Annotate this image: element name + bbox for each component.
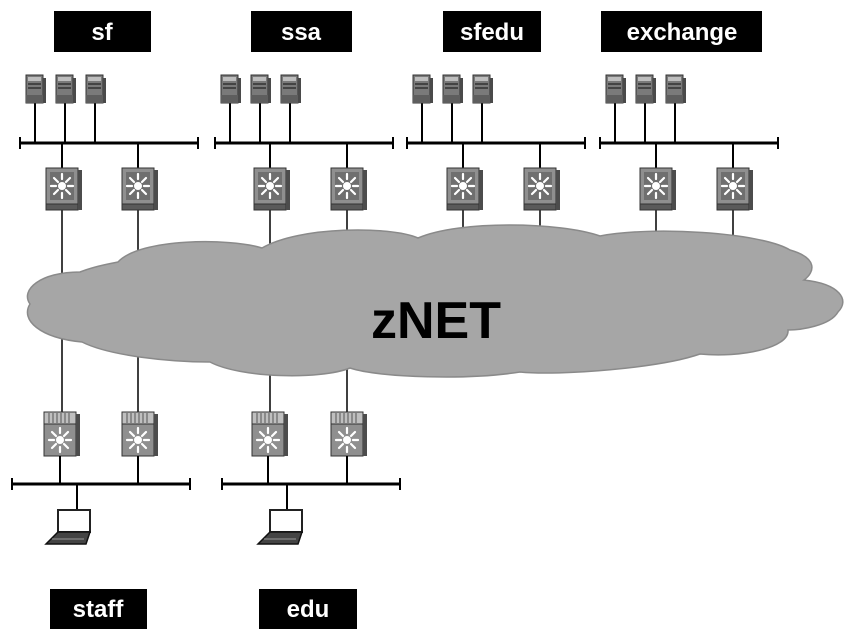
segment-label-ssa: ssa: [251, 11, 352, 52]
segment-label-sfedu: sfedu: [443, 11, 541, 52]
switch-icon: [252, 166, 292, 212]
server-icon: [25, 74, 47, 104]
server-icon: [472, 74, 494, 104]
switch-icon: [120, 410, 160, 458]
switch-icon: [445, 166, 485, 212]
segment-label-exchange-text: exchange: [627, 19, 738, 46]
switch-icon: [42, 410, 82, 458]
switch-icon: [120, 166, 160, 212]
segment-label-exchange: exchange: [601, 11, 762, 52]
switch-icon: [522, 166, 562, 212]
segment-label-sfedu-text: sfedu: [460, 19, 524, 46]
segment-label-ssa-text: ssa: [281, 19, 322, 46]
laptop-icon: [45, 509, 91, 545]
server-icon: [442, 74, 464, 104]
servers: [25, 74, 687, 104]
segment-label-sf-text: sf: [91, 19, 113, 46]
switch-icon: [715, 166, 755, 212]
switch-icon: [250, 410, 290, 458]
cloud-label: zNET: [371, 292, 501, 350]
server-icon: [635, 74, 657, 104]
server-icon: [605, 74, 627, 104]
bottom-network-lines: [11, 456, 401, 510]
switch-icon: [329, 166, 369, 212]
switch-icon: [329, 410, 369, 458]
server-icon: [85, 74, 107, 104]
top-network-lines: [19, 103, 779, 168]
server-icon: [665, 74, 687, 104]
znet-cloud: zNET: [26, 224, 844, 378]
segment-label-staff: staff: [50, 589, 147, 629]
server-icon: [250, 74, 272, 104]
top-switches: [44, 166, 755, 212]
segment-label-edu-text: edu: [287, 596, 330, 623]
laptops: [45, 509, 303, 545]
server-icon: [412, 74, 434, 104]
switch-icon: [638, 166, 678, 212]
segment-label-sf: sf: [54, 11, 151, 52]
server-icon: [220, 74, 242, 104]
server-icon: [55, 74, 77, 104]
bottom-switches: [42, 410, 369, 458]
server-icon: [280, 74, 302, 104]
switch-icon: [44, 166, 84, 212]
segment-label-staff-text: staff: [73, 596, 125, 623]
segment-label-edu: edu: [259, 589, 357, 629]
laptop-icon: [257, 509, 303, 545]
